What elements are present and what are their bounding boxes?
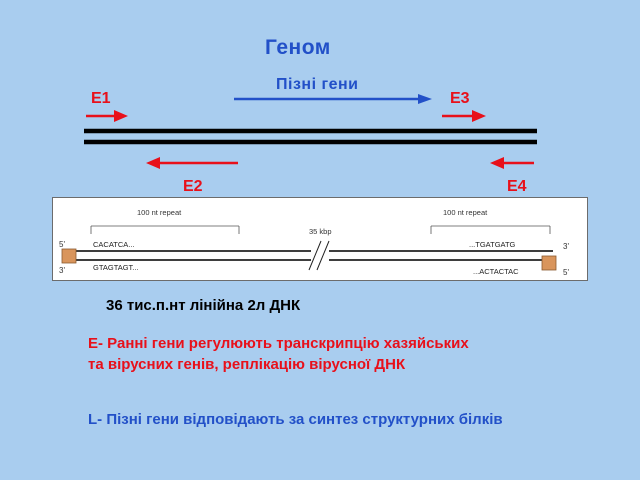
terminal-repeat-inset: 100 nt repeat 100 nt repeat 35 kbp 5' 3' [52,197,588,281]
genome-summary: 36 тис.п.нт лінійна 2л ДНК [106,297,301,314]
right-repeat-label: 100 nt repeat [443,208,488,217]
end-label-bottom-right: 5' [563,268,569,277]
dna-double-strand [84,128,537,145]
page-title: Геном [265,36,331,59]
break-marks [308,240,330,271]
early-genes-note-line2: та вірусних генів, реплікацію вірусної Д… [88,356,406,373]
left-repeat-bracket [90,225,240,234]
e3-arrow [442,110,486,122]
end-label-top-right: 3' [563,242,569,251]
late-genes-arrow [234,94,432,104]
gene-label-e4: E4 [507,178,527,195]
gene-label-e3: E3 [450,90,470,107]
left-repeat-label: 100 nt repeat [137,208,182,217]
length-label: 35 kbp [309,227,332,236]
e4-arrow [490,157,534,169]
e1-arrow [86,110,128,122]
genome-diagram [84,94,537,169]
right-repeat-bracket [430,225,551,234]
sequence-bottom-left: GTAGTAGT... [93,263,139,272]
sequence-bottom-right: ...ACTACTAC [473,267,519,276]
early-genes-note-line1: E- Ранні гени регулюють транскрипцію хаз… [88,335,469,352]
terminal-protein-left [61,248,77,264]
e2-arrow [146,157,238,169]
terminal-repeat-diagram: 100 nt repeat 100 nt repeat 35 kbp 5' 3' [59,208,569,277]
late-genes-label: Пізні гени [276,76,359,93]
terminal-protein-right [541,255,557,271]
late-genes-note: L- Пізні гени відповідають за синтез стр… [88,411,503,428]
gene-label-e1: E1 [91,90,111,107]
end-label-bottom-left: 3' [59,266,65,275]
end-label-top-left: 5' [59,240,65,249]
sequence-top-right: ...TGATGATG [469,240,516,249]
inset-strands [69,250,553,261]
gene-label-e2: E2 [183,178,203,195]
sequence-top-left: CACATCA... [93,240,135,249]
